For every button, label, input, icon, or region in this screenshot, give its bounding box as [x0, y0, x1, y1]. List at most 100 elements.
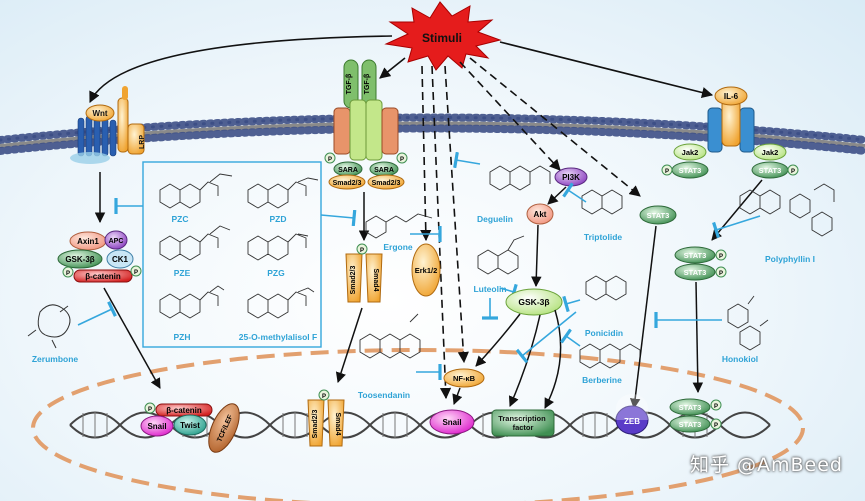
- p-badge: P: [665, 169, 669, 175]
- watermark: 知乎 @AmBeed: [689, 454, 843, 476]
- ck1-label: CK1: [112, 255, 129, 264]
- smad23-label-2: Smad2/3: [372, 180, 401, 187]
- nucleus: [31, 348, 805, 501]
- pi3k-akt-pathway: PI3K Akt: [526, 167, 588, 288]
- axin1-label: Axin1: [77, 237, 99, 246]
- polyphyllin-compound: Polyphyllin I: [712, 183, 835, 264]
- smad4-label-1: Smad4: [372, 269, 379, 292]
- honokiol-compound: Honokiol: [654, 295, 769, 364]
- akt-label: Akt: [534, 210, 547, 219]
- gsk3b-label-1: GSK-3β: [65, 255, 94, 264]
- berberine-label: Berberine: [582, 375, 622, 385]
- protostane-compound-box: PZC PZD PZE PZG PZH 25-O-methylalisol F: [114, 161, 357, 348]
- smad4-label-2: Smad4: [334, 413, 341, 436]
- il6-receptor: IL-6 Jak2 Jak2 STAT3 STAT3 P P: [661, 86, 799, 241]
- berberine-compound: Berberine: [560, 328, 641, 385]
- zeb-label: ZEB: [624, 417, 640, 426]
- nuclear-transcription-factor: Transcription factor: [491, 409, 555, 437]
- smad23-label-4: Smad2/3: [312, 409, 319, 438]
- stat3-label-5: STAT3: [684, 268, 707, 277]
- p-badge: P: [66, 271, 70, 277]
- tf-line-1: Transcription: [498, 414, 546, 423]
- stat3-label-3: STAT3: [647, 211, 670, 220]
- smad23-label-1: Smad2/3: [333, 180, 362, 187]
- tgfb-label-2: TGF-β: [364, 73, 371, 94]
- toosendanin-compound: Toosendanin: [358, 313, 442, 400]
- nuclear-snail: Snail: [429, 409, 475, 435]
- p-badge: P: [134, 270, 138, 276]
- pzd-label: PZD: [270, 214, 287, 224]
- p-badge: P: [322, 394, 326, 400]
- tgfb-label-1: TGF-β: [346, 73, 353, 94]
- ponicidin-compound: Ponicidin: [515, 275, 627, 364]
- destruction-complex: Axin1 APC GSK-3β CK1 β-catenin P P: [57, 172, 161, 389]
- stimuli-label: Stimuli: [422, 31, 462, 45]
- bcatenin-label-1: β-catenin: [85, 272, 121, 281]
- p-badge: P: [328, 157, 332, 163]
- sara-label-2: SARA: [374, 167, 394, 174]
- nuclear-zeb: ZEB: [615, 394, 649, 435]
- honokiol-label: Honokiol: [722, 354, 758, 364]
- toosendanin-label: Toosendanin: [358, 390, 410, 400]
- ergone-compound: Ergone: [365, 213, 442, 252]
- p-badge: P: [719, 254, 723, 260]
- gsk3b-node: GSK-3β: [475, 288, 563, 409]
- nuclear-smad-complex: Smad2/3 Smad4 P: [307, 389, 345, 447]
- ergone-label: Ergone: [383, 242, 413, 252]
- smad-complex-cytoplasm: Smad2/3 Smad4 P: [335, 243, 383, 383]
- stimuli-burst: Stimuli: [384, 1, 502, 71]
- tf-line-2: factor: [513, 423, 534, 432]
- zerumbone-compound: Zerumbone: [27, 301, 117, 364]
- erk12-node: Erk1/2: [411, 243, 441, 297]
- stat3-label-1: STAT3: [679, 166, 702, 175]
- triptolide-label: Triptolide: [584, 232, 623, 242]
- smad23-label-3: Smad2/3: [350, 265, 357, 294]
- tf-label: Transcription factor: [498, 414, 548, 432]
- stat3-label-6: STAT3: [679, 403, 702, 412]
- wnt-receptor: Wnt LRP: [70, 86, 146, 164]
- luteolin-label: Luteolin: [473, 284, 506, 294]
- p-badge: P: [400, 157, 404, 163]
- jak2-label-2: Jak2: [762, 148, 779, 157]
- il6-label: IL-6: [724, 92, 739, 101]
- nuclear-bcatenin-complex: β-catenin P Snail Twist TCF/LEF: [140, 402, 240, 453]
- pi3k-label: PI3K: [562, 173, 580, 182]
- p-badge: P: [791, 169, 795, 175]
- p-badge: P: [148, 407, 152, 413]
- stat3-dimer: STAT3 STAT3 P P: [674, 246, 727, 394]
- p-badge: P: [714, 404, 718, 410]
- stat3-label-7: STAT3: [679, 420, 702, 429]
- tgfb-receptor: TGF-β TGF-β SARA SARA Smad2/3 Smad2/3 P …: [324, 59, 408, 242]
- nfkb-node: NF-κB: [443, 368, 485, 405]
- triptolide-compound: Triptolide: [562, 182, 623, 242]
- wnt-label: Wnt: [92, 109, 107, 118]
- p-badge: P: [360, 248, 364, 254]
- snail-label-1: Snail: [147, 422, 166, 431]
- apc-label: APC: [109, 238, 124, 245]
- erk12-label: Erk1/2: [415, 266, 438, 275]
- snail-label-2: Snail: [442, 418, 461, 427]
- bcatenin-label-2: β-catenin: [166, 406, 202, 415]
- pzc-label: PZC: [172, 214, 189, 224]
- p-badge: P: [714, 423, 718, 429]
- nuclear-stat3-dimer: STAT3 STAT3 P P: [669, 398, 722, 433]
- deguelin-label: Deguelin: [477, 214, 513, 224]
- stat3-label-2: STAT3: [759, 166, 782, 175]
- nfkb-label: NF-κB: [453, 374, 476, 383]
- ponicidin-label: Ponicidin: [585, 328, 623, 338]
- p-badge: P: [719, 271, 723, 277]
- stat3-to-zeb: STAT3: [629, 205, 677, 410]
- stimuli-arrows: [89, 35, 714, 400]
- twist-label: Twist: [180, 421, 200, 430]
- polyphyllin-label: Polyphyllin I: [765, 254, 815, 264]
- lrp-label: LRP: [139, 135, 146, 149]
- stat3-label-4: STAT3: [684, 251, 707, 260]
- pzg-label: PZG: [267, 268, 285, 278]
- gsk3b-label-2: GSK-3β: [518, 297, 549, 307]
- luteolin-compound: Luteolin: [473, 235, 525, 320]
- sara-label-1: SARA: [338, 167, 358, 174]
- methylalisol-label: 25-O-methylalisol F: [239, 332, 317, 342]
- deguelin-compound: Deguelin: [453, 151, 551, 224]
